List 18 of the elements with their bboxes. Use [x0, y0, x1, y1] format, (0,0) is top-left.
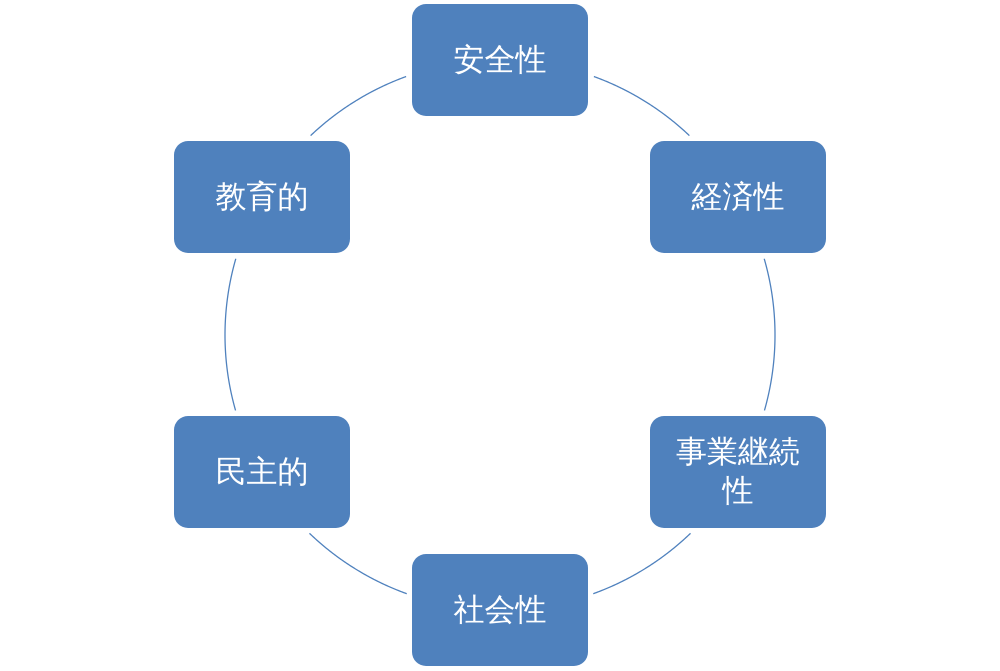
connector-arc — [310, 76, 406, 136]
process-box — [412, 4, 588, 116]
process-box — [174, 416, 350, 528]
node-label: 事業継続性 — [675, 433, 801, 511]
node-label: 教育的 — [216, 178, 308, 216]
process-box — [650, 141, 826, 253]
connector-arc — [309, 532, 407, 594]
connector-arc — [594, 76, 690, 136]
connector-arc — [764, 258, 776, 411]
node-label: 社会性 — [454, 590, 546, 630]
process-box — [174, 141, 350, 253]
node-label: 経済性 — [692, 178, 784, 216]
process-box — [412, 554, 588, 666]
node-label: 安全性 — [454, 40, 546, 80]
node-label: 民主的 — [216, 452, 308, 492]
connector-arc — [224, 258, 236, 411]
connector-arc — [593, 532, 691, 594]
process-box — [650, 416, 826, 528]
